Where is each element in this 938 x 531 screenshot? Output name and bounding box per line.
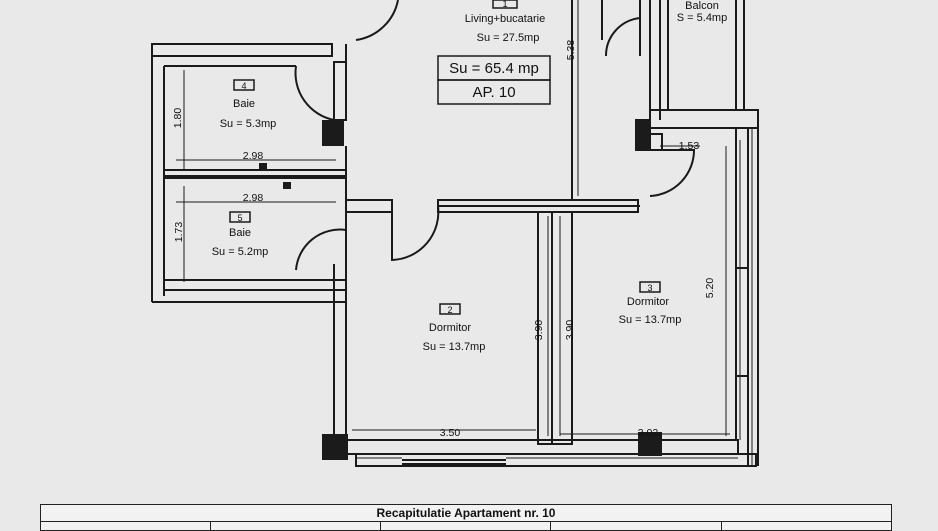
dimension-label: 2.98 (243, 150, 264, 162)
dimension-label: 2.98 (243, 192, 264, 204)
door-swing (391, 205, 440, 262)
summary-title: Recapitulatie Apartament nr. 10 (40, 504, 892, 522)
summary-cell (380, 521, 552, 531)
window (356, 128, 753, 466)
room-number-box (492, 0, 518, 9)
summary-cell (210, 521, 382, 531)
wall (402, 459, 506, 465)
room-number: 5 (237, 213, 242, 223)
vent (283, 182, 291, 189)
door-swing (355, 0, 399, 41)
wall (571, 0, 641, 200)
summary-cell (39, 521, 212, 531)
room-number: 1 (502, 0, 507, 9)
room-area: Su = 13.7mp (619, 314, 682, 326)
room-name: Living+bucatarie (465, 13, 545, 25)
wall (345, 199, 393, 213)
apartment-area: Su = 65.4 mp (449, 60, 539, 77)
wall (735, 267, 749, 377)
wall (333, 212, 347, 460)
room-number: 2 (447, 305, 452, 315)
dimension-label: 1.80 (172, 108, 184, 129)
summary-cell (720, 521, 893, 531)
dimension-label: 3.50 (440, 427, 461, 439)
column (636, 120, 650, 150)
wall (163, 279, 347, 291)
apartment-label: AP. 10 (472, 84, 515, 101)
dimension-label: 5.38 (565, 40, 577, 61)
room-name: Balcon (685, 0, 719, 12)
door-swing (294, 65, 335, 121)
room-area: Su = 27.5mp (477, 32, 540, 44)
column (322, 120, 344, 146)
vent (259, 163, 267, 170)
door-swing (604, 17, 641, 57)
dimension-label: 5.20 (704, 278, 716, 299)
wall (649, 0, 745, 128)
room-number: 4 (241, 81, 246, 91)
room-name: Baie (233, 98, 255, 110)
wall (333, 61, 347, 121)
dimension-label: 3.02 (638, 427, 659, 439)
room-area: Su = 5.3mp (220, 118, 277, 130)
room-number-box (233, 79, 255, 91)
room-number: 3 (647, 283, 652, 293)
wall (649, 109, 759, 129)
room-number-box (639, 281, 661, 293)
wall (151, 56, 345, 302)
column (322, 434, 348, 460)
room-number-box (229, 211, 251, 223)
dimension-label: 1.73 (173, 222, 185, 243)
label-box (437, 79, 551, 105)
wall (151, 43, 333, 57)
dimension-line (176, 0, 730, 436)
dimension-label: 3.90 (564, 320, 576, 341)
wall (551, 211, 573, 445)
column (638, 432, 662, 456)
room-area: S = 5.4mp (677, 12, 727, 24)
room-name: Dormitor (627, 296, 670, 308)
wall (355, 453, 757, 467)
room-name: Baie (229, 227, 251, 239)
wall (345, 439, 739, 455)
dimension-label: 3.90 (533, 320, 545, 341)
wall (649, 133, 663, 151)
room-area: Su = 13.7mp (423, 341, 486, 353)
room-number-box (439, 303, 461, 315)
door-swing (295, 228, 347, 271)
room-area: Su = 5.2mp (212, 246, 269, 258)
room-name: Dormitor (429, 322, 472, 334)
summary-cell (550, 521, 722, 531)
dimension-label: 1.53 (679, 140, 700, 152)
door-swing (649, 149, 696, 197)
